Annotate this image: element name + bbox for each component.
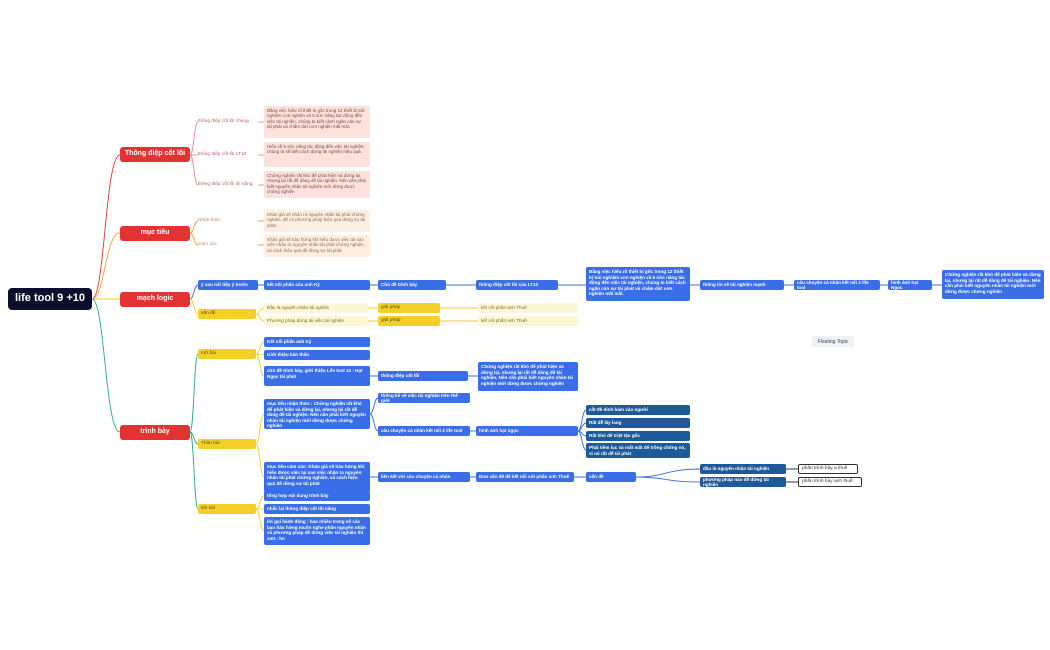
ket-bai-item-1[interactable]: tổng hợp nội dung trình bày — [264, 491, 370, 501]
than-bai-issue-2[interactable]: phương pháp nào để dừng tái nghiện — [700, 477, 786, 487]
ket-bai[interactable]: kết bài — [198, 504, 256, 514]
than-bai-goal-2-child[interactable]: liên kết với câu chuyện cá nhân — [378, 472, 470, 482]
than-bai-issue-1[interactable]: đầu là nguyên nhân tái nghiện — [700, 464, 786, 474]
logic-chain-1[interactable]: ý sau nối tiếp ý trước — [198, 280, 258, 290]
logic-issue-2[interactable]: Phương pháp dừng tái việc tái nghiện — [264, 316, 368, 326]
logic-chain-8[interactable]: hình ảnh hạt Ngọc — [888, 280, 932, 290]
thong-diep-item-1[interactable]: thông điệp cốt lõi chung — [198, 119, 249, 125]
muc-tieu-item-2[interactable]: Cảm xúc — [198, 242, 217, 248]
than-bai-goal-2-child-2[interactable]: Đưa vấn đề để kết nối với phần anh Thuế — [476, 472, 574, 482]
branch-thong-diep[interactable]: Thông điệp cốt lõi — [120, 147, 190, 162]
than-bai-goal-1[interactable]: mục tiêu nhận thức : Chứng nghiện rất kh… — [264, 399, 370, 429]
logic-chain-5[interactable]: Bằng việc hiểu rõ thiết bị gốc trong 12 … — [586, 267, 690, 301]
hat-ngoc-child-1[interactable]: cắt đề dính bám vào người — [586, 405, 690, 415]
thong-diep-detail-3[interactable]: Chứng nghiện rất khó để phát hiện và dừn… — [264, 171, 370, 198]
logic-chain-2[interactable]: kết nối phần của anh Kỳ — [264, 280, 370, 290]
logic-chain-4[interactable]: thông điệp cốt lõi của LT10 — [476, 280, 558, 290]
than-bai-goal-1-child-2[interactable]: câu chuyện cá nhân kết nối 2 life tool — [378, 426, 470, 436]
ket-bai-item-3[interactable]: lời gọi hành động : bao nhiêu trong số c… — [264, 517, 370, 545]
branch-mach-logic[interactable]: mạch logic — [120, 292, 190, 307]
outline-1[interactable]: phần trình bày a thuế — [798, 464, 858, 474]
muc-tieu-detail-1[interactable]: Khán giả sẽ nhận ra nguyên nhân tái phát… — [264, 210, 370, 232]
logic-issue-2-tag[interactable]: giải pháp — [378, 316, 440, 326]
mo-bai-next-detail[interactable]: Chứng nghiện rất khó để phát hiện và dừn… — [478, 362, 578, 391]
branch-muc-tieu[interactable]: mục tiêu — [120, 226, 190, 241]
logic-van-de[interactable]: vấn đề — [198, 309, 256, 319]
mo-bai-item-3[interactable]: chủ đề trình bày, giới thiệu Life tool 1… — [264, 366, 370, 386]
logic-chain-9[interactable]: Chứng nghiện rất khó để phát hiện và dừn… — [942, 270, 1044, 299]
thong-diep-item-2[interactable]: thông điệp cốt lõi LT10 — [198, 152, 247, 158]
logic-chain-3[interactable]: Chủ đề trình bày — [378, 280, 446, 290]
logic-issue-2-result[interactable]: kết nối phần anh Thuế — [478, 316, 578, 326]
logic-chain-7[interactable]: câu chuyện cá nhân kết nối 2 life tool — [794, 280, 880, 290]
hat-ngoc-child-3[interactable]: Rất khó để triệt tận gốc — [586, 431, 690, 441]
hat-ngoc-child-2[interactable]: Rất dễ lây lang — [586, 418, 690, 428]
mo-bai-item-2[interactable]: Giới thiệu bản thân — [264, 350, 370, 360]
mo-bai-next[interactable]: thông điệp cốt lõi — [378, 371, 468, 381]
outline-2[interactable]: phần trình bày anh thuế — [798, 477, 862, 487]
muc-tieu-detail-2[interactable]: Khán giả sẽ hào hứng khi hiểu được việc … — [264, 235, 370, 257]
than-bai-van-de[interactable]: vấn đề — [586, 472, 636, 482]
thong-diep-detail-2[interactable]: Hiểu về 5 sức năng tác động đến việc tái… — [264, 142, 370, 167]
logic-issue-1-tag[interactable]: giải pháp — [378, 303, 440, 313]
than-bai[interactable]: Thân bài — [198, 439, 256, 449]
mo-bai-item-1[interactable]: Kết nối phần anh Kỳ — [264, 337, 370, 347]
muc-tieu-item-1[interactable]: Nhận thức — [198, 218, 221, 224]
thong-diep-detail-1[interactable]: Bằng việc hiểu rõ thiết bị gốc trong 12 … — [264, 106, 370, 138]
thong-diep-item-3[interactable]: thông điệp cốt lõi lôi năng — [198, 182, 253, 188]
mo-bai[interactable]: mở bài — [198, 349, 256, 359]
logic-chain-6[interactable]: thông tin về tái nghiện mạnh — [700, 280, 784, 290]
than-bai-goal-2[interactable]: mục tiêu cảm xúc: Khán giả sẽ hào hứng k… — [264, 462, 370, 492]
root-topic[interactable]: life tool 9 +10 — [8, 288, 92, 310]
branch-trinh-bay[interactable]: trình bày — [120, 425, 190, 440]
ket-bai-item-2[interactable]: nhắc lại thông điệp cốt lõi năng — [264, 504, 370, 514]
hat-ngoc-child-4[interactable]: Phải tiêm lục và mất mất để trồng chống … — [586, 443, 690, 458]
than-bai-goal-1-child-1[interactable]: thống kê về việc tái nghiện trên thế giớ… — [378, 393, 470, 403]
hat-ngoc[interactable]: hình ảnh hạt ngọc — [476, 426, 578, 436]
logic-issue-1[interactable]: Đầu là nguyên nhân tái nghiện — [264, 303, 368, 313]
logic-issue-1-result[interactable]: kết nối phần anh Thuế — [478, 303, 578, 313]
floating-topic[interactable]: Floating Topic — [812, 336, 854, 347]
